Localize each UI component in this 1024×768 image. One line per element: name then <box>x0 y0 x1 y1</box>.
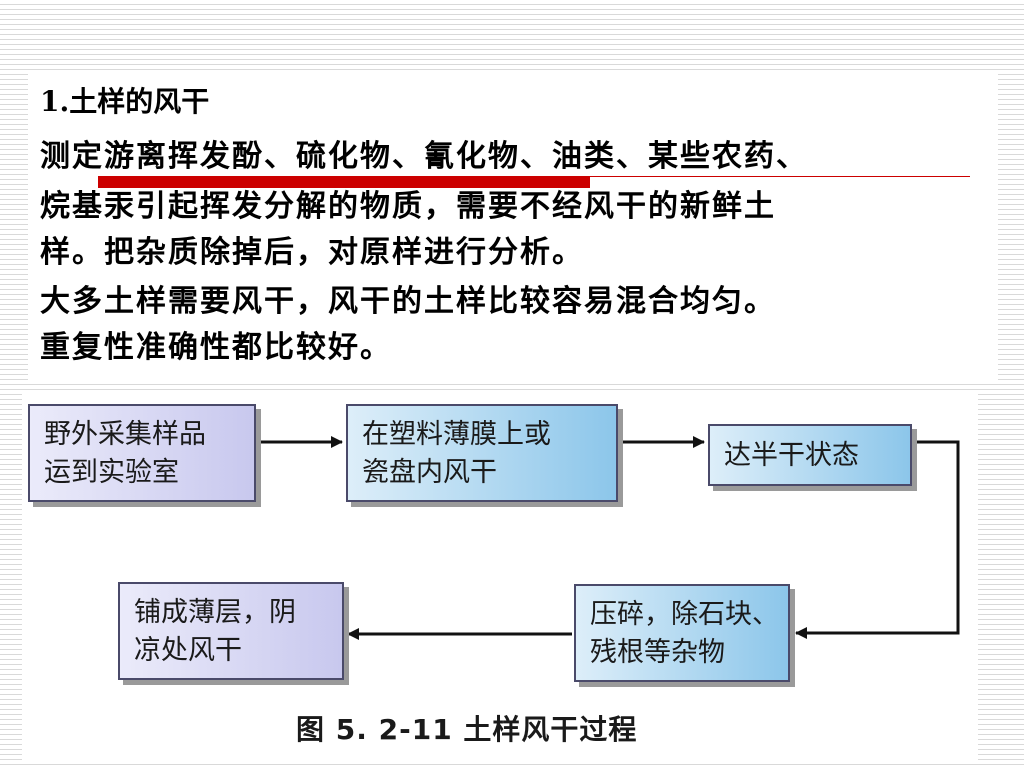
step-crush-remove-debris: 压碎，除石块、 残根等杂物 <box>574 584 790 682</box>
step-label: 压碎，除石块、 <box>590 599 779 630</box>
paragraph-line-1: 测定游离挥发酚、硫化物、氰化物、油类、某些农药、 <box>40 139 808 174</box>
step-label: 野外采集样品 <box>44 419 206 450</box>
step-label: 在塑料薄膜上或 <box>362 419 551 450</box>
figure-caption: 图 5. 2-11 土样风干过程 <box>296 713 638 746</box>
paragraph-line-2: 烷基汞引起挥发分解的物质，需要不经风干的新鲜土 <box>40 189 776 224</box>
red-highlight-bar <box>98 176 590 188</box>
step-label: 残根等杂物 <box>590 637 725 668</box>
paragraph-line-3: 样。把杂质除掉后，对原样进行分析。 <box>40 235 584 270</box>
paragraph-line-4: 大多土样需要风干，风干的土样比较容易混合均匀。 <box>40 284 776 319</box>
step-label: 达半干状态 <box>724 440 859 471</box>
section-heading: 1.土样的风干 <box>40 85 210 118</box>
paragraph-line-5: 重复性准确性都比较好。 <box>40 330 392 365</box>
step-label: 瓷盘内风干 <box>362 457 497 488</box>
text-panel <box>28 72 998 384</box>
red-rule-line <box>590 176 970 177</box>
arrow-step3-to-step4 <box>795 440 960 639</box>
step-air-dry-on-film: 在塑料薄膜上或 瓷盘内风干 <box>346 404 618 502</box>
step-label: 凉处风干 <box>134 635 242 666</box>
step-spread-shade-dry: 铺成薄层，阴 凉处风干 <box>118 582 344 680</box>
step-collect-samples: 野外采集样品 运到实验室 <box>28 404 256 502</box>
step-half-dry: 达半干状态 <box>708 424 912 486</box>
step-label: 运到实验室 <box>44 457 179 488</box>
step-label: 铺成薄层，阴 <box>134 597 296 628</box>
